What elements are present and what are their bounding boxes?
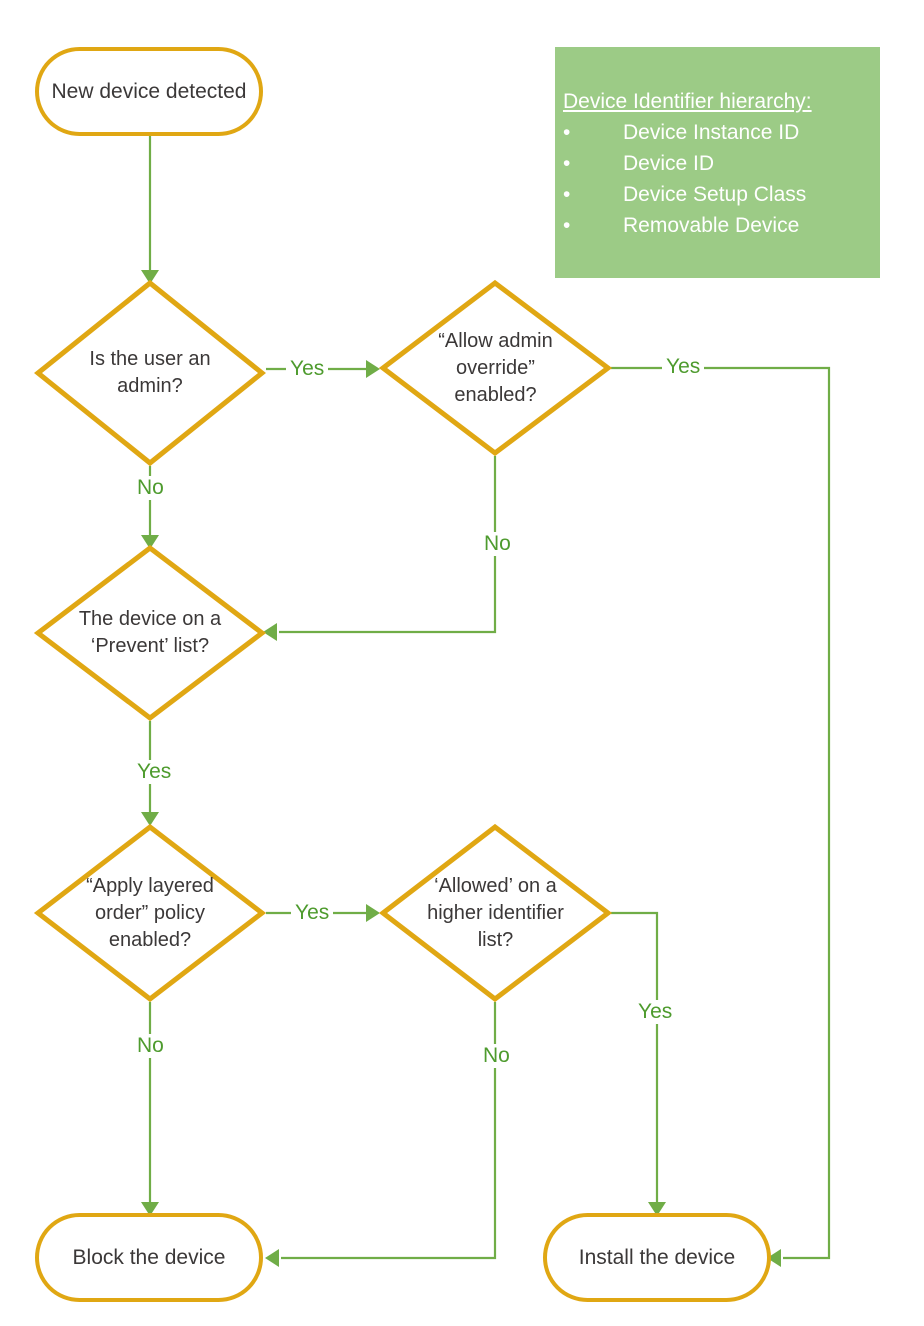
edge-label-d3-yes: Yes [133,760,176,784]
arrowhead-d3-yes-to-d4 [141,812,159,826]
edge-label-d5-no: No [479,1044,514,1068]
legend-item-label: Device Setup Class [623,183,807,206]
edge-label-d2-no: No [480,532,515,556]
diamond-shape [33,823,267,1003]
node-label: “Apply layered order” policy enabled? [86,874,214,951]
diamond-shape [378,279,613,457]
edge-d2-yes-to-install [281,368,829,1258]
legend-item: • Device Setup Class [563,179,880,210]
edge-d2-no-to-d3 [279,456,497,634]
legend-item: • Device Instance ID [563,117,880,148]
arrowhead-d2-yes-to-install [767,1249,781,1267]
node-block-the-device[interactable]: Block the device [35,1213,263,1302]
legend-title: Device Identifier hierarchy: [563,90,812,113]
arrowhead-d2-no-to-d3 [263,623,277,641]
edge-label-d4-no: No [133,1034,168,1058]
bullet-icon: • [563,214,571,237]
legend-item: • Device ID [563,148,880,179]
edge-d5-yes-to-install [611,911,659,1204]
edge-d2-yes-rail [611,366,831,1260]
diamond-shape [34,279,266,467]
arrowhead-d4-yes-to-d5 [366,904,380,922]
node-allow-admin-override[interactable]: “Allow admin override” enabled? [378,279,613,457]
edge-label-d1-no: No [133,476,168,500]
node-device-on-prevent-list[interactable]: The device on a ‘Prevent’ list? [33,544,267,722]
edge-label-d4-yes: Yes [291,901,334,925]
edge-label-d5-yes: Yes [634,1000,677,1024]
node-label: Install the device [578,1245,736,1269]
diamond-shape [33,544,267,722]
bullet-icon: • [563,152,571,175]
arrowhead-d5-no-to-block [265,1249,279,1267]
bullet-icon: • [563,183,571,206]
node-apply-layered-order[interactable]: “Apply layered order” policy enabled? [33,823,267,1003]
legend-device-identifier-hierarchy: Device Identifier hierarchy: • Device In… [555,47,880,278]
node-label: ‘Allowed’ on a higher identifier list? [427,874,564,951]
edge-d5-no-to-block [281,1002,497,1260]
node-new-device-detected[interactable]: New device detected [35,47,263,136]
arrowhead-d4-no-to-block [141,1202,159,1216]
edge-label-d2-yes: Yes [662,355,705,379]
node-label: New device detected [51,79,247,103]
node-is-user-admin[interactable]: Is the user an admin? [34,279,266,467]
arrowhead-d1-no-to-d3 [141,535,159,549]
node-label: Is the user an admin? [89,348,211,397]
legend-list: • Device Instance ID • Device ID • Devic… [555,117,880,241]
legend-item-label: Removable Device [623,214,800,237]
node-label: The device on a ‘Prevent’ list? [78,608,222,657]
legend-item: • Removable Device [563,210,880,241]
bullet-icon: • [563,121,571,144]
arrowhead-d1-yes-to-d2 [366,360,380,378]
edge-label-d1-yes: Yes [286,357,329,381]
legend-item-label: Device Instance ID [623,121,800,144]
arrowhead-d5-yes-to-install [648,1202,666,1216]
node-allowed-on-higher-identifier-list[interactable]: ‘Allowed’ on a higher identifier list? [378,823,613,1003]
node-label: Block the device [72,1245,226,1269]
node-install-the-device[interactable]: Install the device [543,1213,771,1302]
legend-item-label: Device ID [623,152,715,175]
arrowhead-start-to-d1 [141,270,159,284]
diamond-shape [378,823,613,1003]
node-label: “Allow admin override” enabled? [438,329,553,406]
